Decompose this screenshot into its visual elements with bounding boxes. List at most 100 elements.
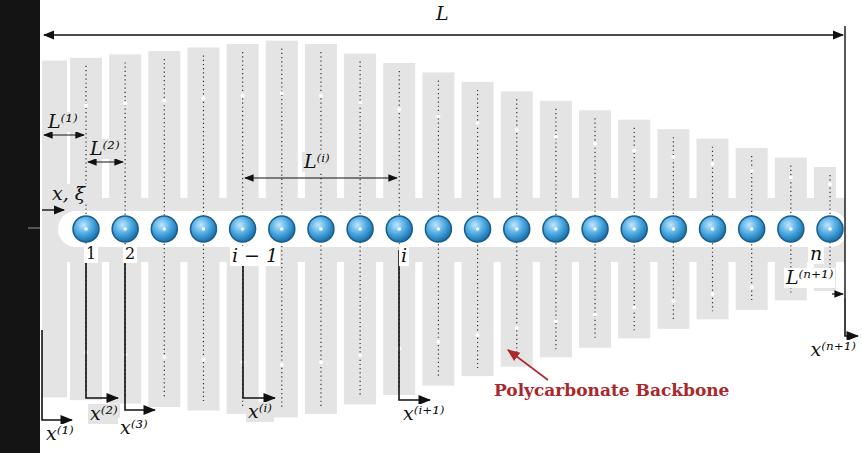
bolt-hole bbox=[671, 299, 675, 303]
bolt-hole bbox=[515, 326, 519, 330]
backbone-bar bbox=[736, 148, 768, 310]
bolt-hole bbox=[789, 176, 793, 180]
bolt-hole bbox=[319, 94, 323, 98]
end-line bbox=[844, 26, 845, 298]
mass-center bbox=[397, 227, 401, 231]
mass-ball bbox=[112, 216, 138, 242]
math-label: L⁽¹⁾ bbox=[46, 112, 80, 132]
mass-center bbox=[241, 227, 245, 231]
bolt-hole bbox=[593, 142, 597, 146]
mass-ball bbox=[817, 216, 843, 242]
bolt-hole bbox=[280, 363, 284, 367]
backbone-bar bbox=[697, 139, 729, 320]
mass-channel bbox=[58, 211, 848, 247]
mass-center bbox=[358, 227, 362, 231]
bolt-hole bbox=[436, 340, 440, 344]
segment-dimension bbox=[88, 161, 123, 162]
mass-center bbox=[476, 227, 480, 231]
backbone-bar bbox=[422, 72, 454, 385]
math-label: x⁽²⁾ bbox=[88, 404, 120, 424]
mass-ball bbox=[778, 216, 804, 242]
frame-axis bbox=[42, 330, 72, 420]
bolt-hole bbox=[280, 91, 284, 95]
frame-axis bbox=[243, 250, 275, 398]
mass-center bbox=[84, 227, 88, 231]
mass-center bbox=[437, 227, 441, 231]
math-label: x⁽³⁾ bbox=[118, 418, 150, 438]
mass-ball bbox=[269, 216, 295, 242]
segment-dimension bbox=[44, 134, 84, 135]
bolt-hole bbox=[84, 104, 88, 108]
bolt-hole bbox=[436, 114, 440, 118]
frame-axis bbox=[845, 298, 858, 336]
bolt-hole bbox=[241, 94, 245, 98]
mass-ball bbox=[621, 216, 647, 242]
bolt-hole bbox=[632, 306, 636, 310]
bolt-hole bbox=[319, 360, 323, 364]
mass-ball bbox=[739, 216, 765, 242]
math-label: L⁽ⁿ⁺¹⁾ bbox=[784, 268, 835, 288]
callout-arrow bbox=[508, 350, 548, 380]
mass-ball bbox=[582, 216, 608, 242]
mass-center bbox=[789, 227, 793, 231]
mass-center bbox=[202, 227, 206, 231]
bolt-hole bbox=[750, 169, 754, 173]
mass-center bbox=[632, 227, 636, 231]
math-label: i bbox=[399, 246, 409, 266]
bolt-hole bbox=[476, 121, 480, 125]
bolt-hole bbox=[162, 355, 166, 359]
bolt-hole bbox=[711, 292, 715, 296]
bolt-hole bbox=[632, 148, 636, 152]
mass-center bbox=[280, 227, 284, 231]
backbone-bar bbox=[266, 41, 298, 418]
bolt-hole bbox=[358, 101, 362, 105]
bolt-hole bbox=[515, 128, 519, 132]
backbone-bar bbox=[462, 82, 494, 376]
mass-center bbox=[515, 227, 519, 231]
mass-ball bbox=[504, 216, 530, 242]
mass-ball bbox=[73, 216, 99, 242]
bolt-hole bbox=[828, 182, 832, 186]
mass-ball bbox=[660, 216, 686, 242]
mass-ball bbox=[230, 216, 256, 242]
math-label: x, ξ bbox=[50, 184, 87, 204]
bolt-hole bbox=[397, 107, 401, 111]
bolt-hole bbox=[554, 319, 558, 323]
frame-axis bbox=[86, 250, 118, 398]
mass-number: 1 bbox=[84, 246, 98, 263]
bolt-hole bbox=[750, 285, 754, 289]
backbone-bar bbox=[344, 54, 376, 405]
mass-ball bbox=[543, 216, 569, 242]
lumped-masses bbox=[73, 216, 843, 242]
mass-center bbox=[711, 227, 715, 231]
bolt-hole bbox=[201, 358, 205, 362]
math-label: L⁽²⁾ bbox=[88, 139, 122, 159]
mass-ball bbox=[190, 216, 216, 242]
bolt-hole bbox=[476, 333, 480, 337]
math-label: L⁽ⁱ⁾ bbox=[302, 152, 332, 172]
bolt-hole bbox=[162, 99, 166, 103]
mass-center bbox=[554, 227, 558, 231]
math-label: x⁽ⁱ⁺¹⁾ bbox=[401, 404, 447, 424]
bolt-hole bbox=[711, 162, 715, 166]
math-label: n bbox=[808, 244, 824, 264]
wall-mark bbox=[28, 227, 40, 229]
math-label: x⁽ⁿ⁺¹⁾ bbox=[809, 340, 858, 360]
backbone-bar bbox=[579, 110, 611, 347]
segment-dimension bbox=[245, 177, 397, 178]
mass-center bbox=[163, 227, 167, 231]
backbone-bar bbox=[187, 47, 219, 410]
backbone-bar bbox=[501, 91, 533, 366]
callout-label: Polycarbonate Backbone bbox=[492, 382, 731, 400]
section-lines bbox=[84, 49, 832, 410]
bolt-hole bbox=[671, 155, 675, 159]
backbone-bars bbox=[42, 41, 836, 418]
clamped-wall bbox=[0, 0, 40, 453]
mass-ball bbox=[465, 216, 491, 242]
frame-axis bbox=[125, 250, 155, 410]
backbone-bar bbox=[305, 44, 337, 414]
math-label: i − 1 bbox=[230, 246, 280, 266]
bolt-hole bbox=[358, 353, 362, 357]
